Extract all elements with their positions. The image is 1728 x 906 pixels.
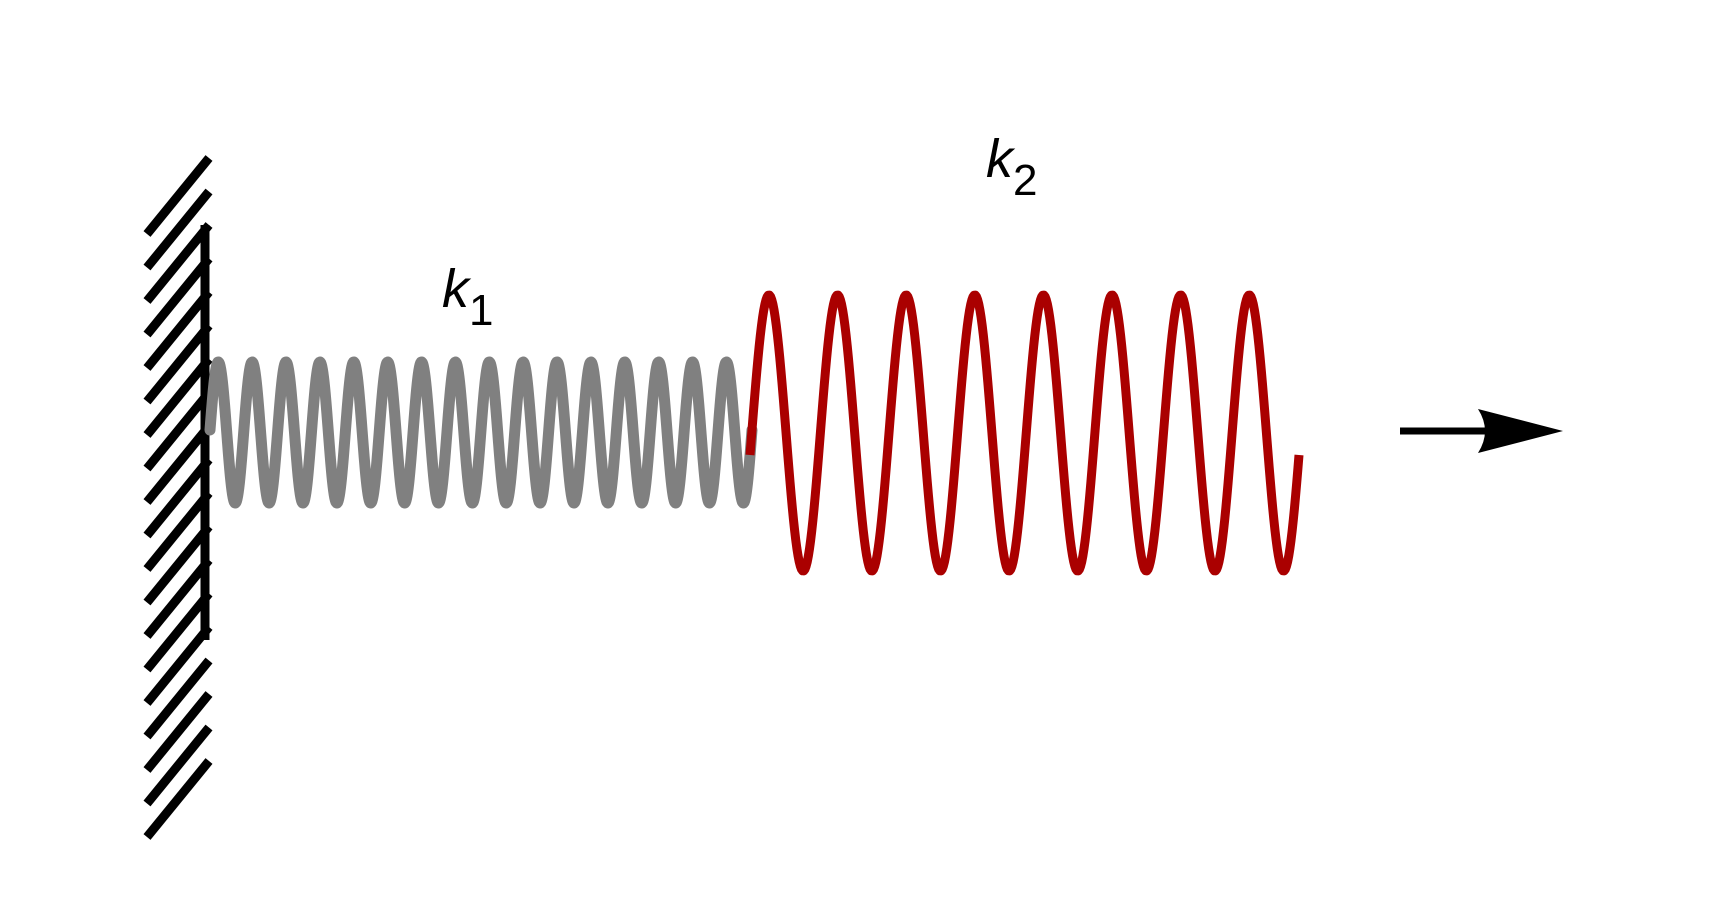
spring-k2	[745, 290, 1304, 576]
wall-hatch-line	[143, 456, 213, 539]
wall-hatch-line	[143, 724, 213, 807]
wall-hatch-line	[143, 423, 213, 505]
wall-hatch-line	[143, 188, 213, 271]
fixed-wall	[143, 155, 213, 840]
wall-hatch-line	[143, 356, 213, 438]
wall-hatch-line	[143, 657, 213, 740]
spring-k1-label: k1	[442, 259, 493, 333]
wall-hatch-line	[143, 155, 213, 237]
spring-k1	[204, 356, 758, 509]
wall-hatch-line	[143, 624, 213, 706]
spring-k2-label: k2	[986, 129, 1037, 203]
spring-k1-subscript: 1	[469, 286, 494, 335]
wall-hatch-line	[143, 691, 213, 773]
wall-hatch-line	[143, 222, 213, 304]
spring-k2-subscript: 2	[1013, 156, 1038, 205]
wall-hatch-line	[143, 758, 213, 840]
arrow-head-icon	[1478, 409, 1563, 453]
wall-hatch-line	[143, 389, 213, 472]
wall-hatch-line	[143, 590, 213, 673]
wall-hatch-line	[143, 322, 213, 405]
spring-k2-symbol: k	[986, 129, 1013, 189]
wall-hatch-line	[143, 289, 213, 371]
wall-hatch-line	[143, 490, 213, 572]
wall-hatch-line	[143, 255, 213, 338]
wall-hatch-line	[143, 523, 213, 606]
wall-hatch-line	[143, 557, 213, 639]
pull-force-arrow	[1400, 409, 1563, 453]
spring-k1-symbol: k	[442, 259, 469, 319]
wall-hatching	[143, 155, 213, 840]
